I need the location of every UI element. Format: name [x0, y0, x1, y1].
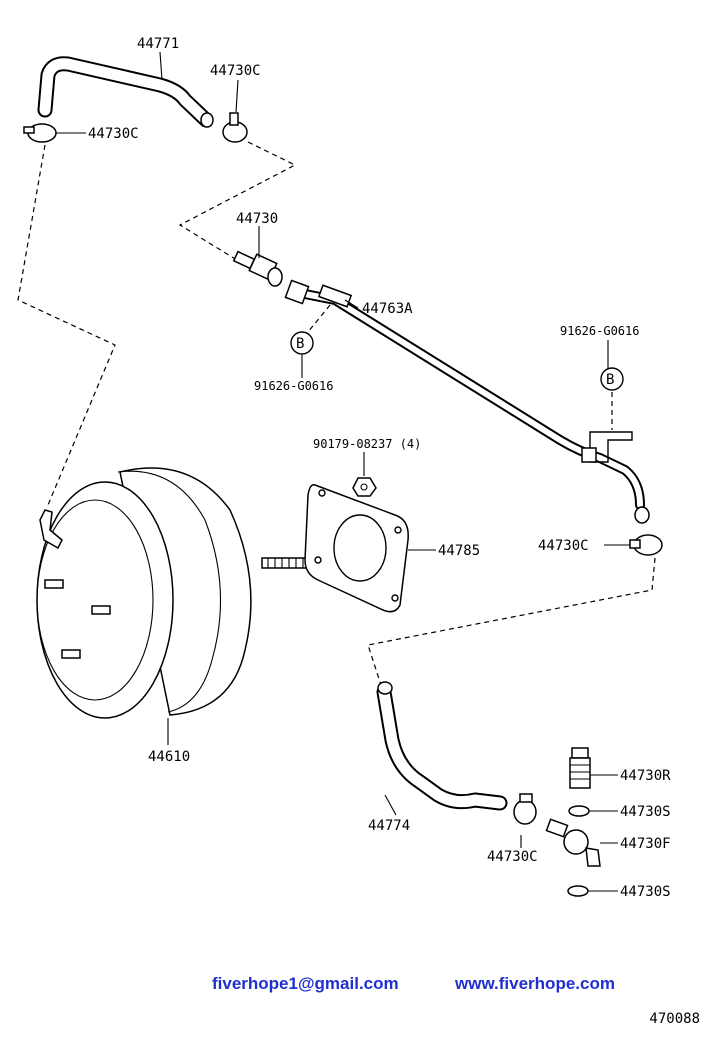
clamp-44730c-right: [629, 534, 663, 556]
ref-b-left-label: B: [296, 336, 304, 352]
footer-website-link[interactable]: www.fiverhope.com: [455, 974, 615, 993]
label-44730s-upper: 44730S: [620, 804, 671, 820]
label-44730: 44730: [236, 211, 278, 227]
footer-email[interactable]: fiverhope1@gmail.com: [212, 974, 399, 993]
nut-90179: [352, 477, 377, 497]
label-44730r: 44730R: [620, 768, 671, 784]
washer-44730s-upper: [568, 805, 590, 817]
drawing-code: 470088: [649, 1011, 700, 1027]
brake-booster-44610: [36, 467, 311, 719]
clamp-44730c-top: [222, 112, 248, 143]
label-44730c-bottom: 44730C: [487, 849, 538, 865]
label-44774: 44774: [368, 818, 410, 834]
label-44785: 44785: [438, 543, 480, 559]
hose-44774: [376, 681, 508, 811]
label-90179: 90179-08237 (4): [313, 437, 421, 451]
leader-lines: [56, 51, 630, 892]
gasket-44785: [304, 483, 409, 613]
label-44730s-lower: 44730S: [620, 884, 671, 900]
washer-44730s-lower: [567, 885, 589, 897]
label-44730c-top: 44730C: [210, 63, 261, 79]
check-valve-44730: [232, 250, 283, 287]
relief-valve-44730r: [569, 747, 591, 789]
hose-44771: [37, 56, 214, 128]
reference-b-left: B: [290, 331, 314, 355]
tube-44763a: [284, 279, 650, 524]
part-labels: 44771 44730C 44730C 44730 44763A 91626-G…: [88, 36, 671, 900]
clamp-44730c-left: [23, 123, 57, 143]
reference-b-right: B: [600, 367, 624, 391]
label-91626-left: 91626-G0616: [254, 379, 333, 393]
ref-b-right-label: B: [606, 372, 614, 388]
label-44730f: 44730F: [620, 836, 671, 852]
tube-bracket: [581, 431, 633, 463]
label-91626-right: 91626-G0616: [560, 324, 639, 338]
label-44771: 44771: [137, 36, 179, 52]
label-44610: 44610: [148, 749, 190, 765]
label-44730c-right: 44730C: [538, 538, 589, 554]
dashed-routing-lines: [17, 141, 656, 689]
clamp-44730c-bottom: [513, 793, 537, 825]
label-44730c-left: 44730C: [88, 126, 139, 142]
fitting-44730f: [545, 818, 601, 867]
label-44763a: 44763A: [362, 301, 413, 317]
